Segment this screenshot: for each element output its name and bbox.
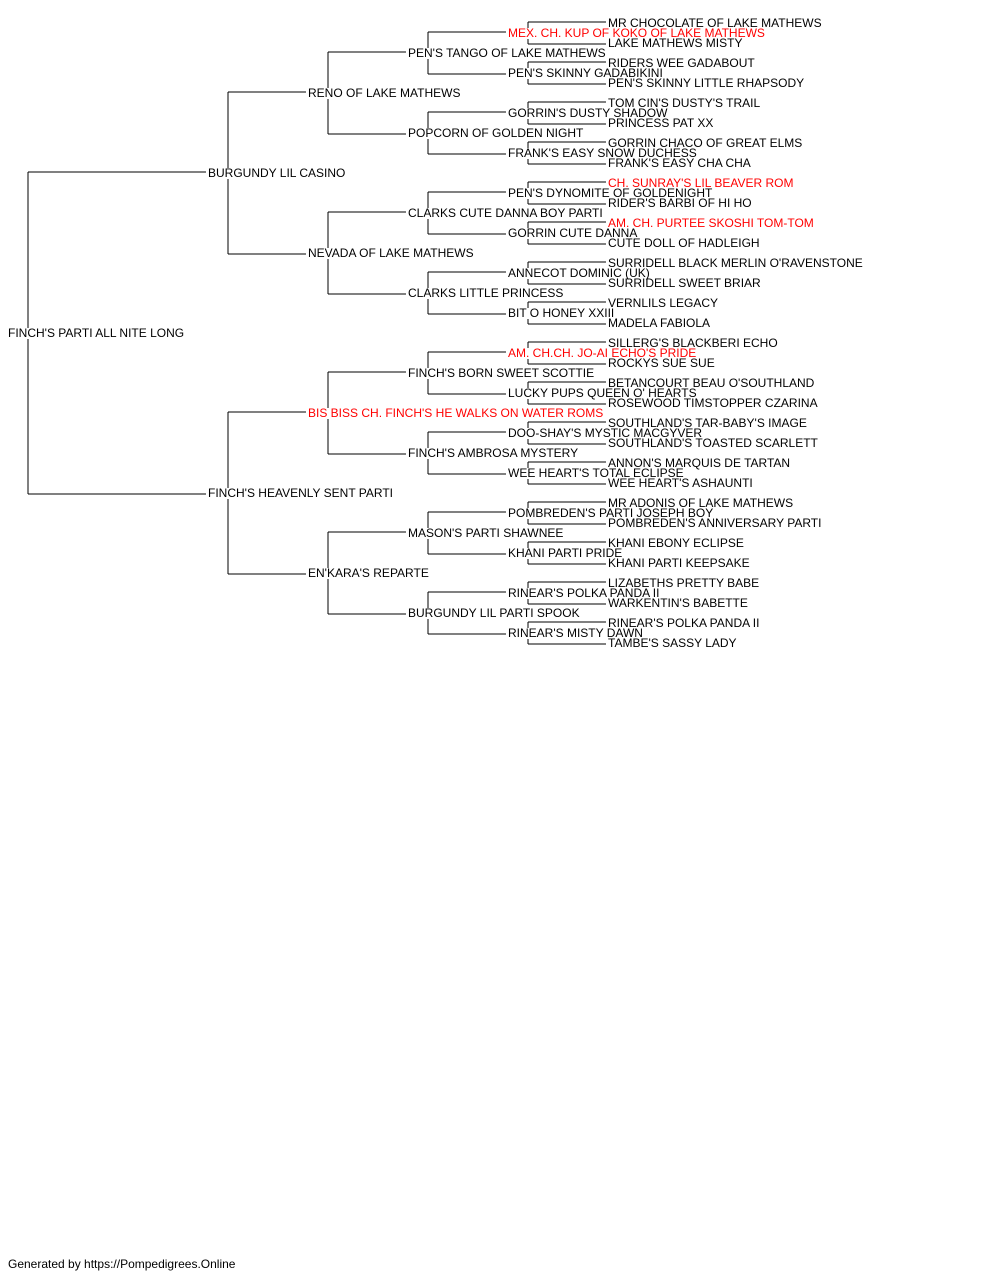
ancestor-name: EN'KARA'S REPARTE [308,566,429,580]
ancestor-name: SILLERG'S BLACKBERI ECHO [608,336,778,350]
ancestor-name: PEN'S TANGO OF LAKE MATHEWS [408,46,606,60]
ancestor-name: WEE HEART'S TOTAL ECLIPSE [508,466,684,480]
ancestor-name: SOUTHLAND'S TOASTED SCARLETT [608,436,819,450]
ancestor-name: MASON'S PARTI SHAWNEE [408,526,563,540]
ancestor-name: CH. SUNRAY'S LIL BEAVER ROM [608,176,793,190]
ancestor-name: POPCORN OF GOLDEN NIGHT [408,126,584,140]
ancestor-name: NEVADA OF LAKE MATHEWS [308,246,474,260]
ancestor-name: BIT O HONEY XXIII [508,306,614,320]
ancestor-name: RINEAR'S POLKA PANDA II [508,586,659,600]
ancestor-name: ANNECOT DOMINIC (UK) [508,266,650,280]
ancestor-name: KHANI PARTI PRIDE [508,546,622,560]
ancestor-name: GORRIN CHACO OF GREAT ELMS [608,136,802,150]
ancestor-name: KHANI EBONY ECLIPSE [608,536,744,550]
ancestor-name: RINEAR'S MISTY DAWN [508,626,643,640]
ancestor-name: BURGUNDY LIL CASINO [208,166,345,180]
ancestor-name: LUCKY PUPS QUEEN O' HEARTS [508,386,697,400]
ancestor-name: CLARKS CUTE DANNA BOY PARTI [408,206,603,220]
ancestor-name: FINCH'S AMBROSA MYSTERY [408,446,578,460]
ancestor-name: PEN'S SKINNY LITTLE RHAPSODY [608,76,804,90]
ancestor-name: ROSEWOOD TIMSTOPPER CZARINA [608,396,818,410]
ancestor-name: PEN'S DYNOMITE OF GOLDENIGHT [508,186,713,200]
ancestor-name: MR ADONIS OF LAKE MATHEWS [608,496,793,510]
ancestor-name: MR CHOCOLATE OF LAKE MATHEWS [608,16,822,30]
ancestor-name: FINCH'S BORN SWEET SCOTTIE [408,366,594,380]
ancestor-name: PEN'S SKINNY GADABIKINI [508,66,663,80]
ancestor-name: LAKE MATHEWS MISTY [608,36,742,50]
ancestor-name: VERNLILS LEGACY [608,296,718,310]
ancestor-name: RENO OF LAKE MATHEWS [308,86,460,100]
ancestor-name: PRINCESS PAT XX [608,116,713,130]
ancestor-name: GORRIN CUTE DANNA [508,226,637,240]
ancestor-name: RIDER'S BARBI OF HI HO [608,196,752,210]
generated-by-footer: Generated by https://Pompedigrees.Online [8,1257,236,1271]
ancestor-name: AM. CH. PURTEE SKOSHI TOM-TOM [608,216,814,230]
ancestor-name: GORRIN'S DUSTY SHADOW [508,106,668,120]
ancestor-name: RINEAR'S POLKA PANDA II [608,616,759,630]
ancestor-name: WEE HEART'S ASHAUNTI [608,476,753,490]
ancestor-name: DOO-SHAY'S MYSTIC MACGYVER [508,426,702,440]
ancestor-name: RIDERS WEE GADABOUT [608,56,755,70]
ancestor-name: TAMBE'S SASSY LADY [608,636,737,650]
ancestor-name: POMBREDEN'S ANNIVERSARY PARTI [608,516,821,530]
ancestor-name: SURRIDELL SWEET BRIAR [608,276,761,290]
ancestor-name: CUTE DOLL OF HADLEIGH [608,236,760,250]
ancestor-name: BIS BISS CH. FINCH'S HE WALKS ON WATER R… [308,406,603,420]
ancestor-name: MEX. CH. KUP OF KOKO OF LAKE MATHEWS [508,26,765,40]
ancestor-name: FRANK'S EASY SNOW DUCHESS [508,146,697,160]
ancestor-name: BETANCOURT BEAU O'SOUTHLAND [608,376,815,390]
ancestor-name: POMBREDEN'S PARTI JOSEPH BOY [508,506,713,520]
ancestor-name: FRANK'S EASY CHA CHA [608,156,751,170]
ancestor-name: FINCH'S HEAVENLY SENT PARTI [208,486,393,500]
ancestor-name: BURGUNDY LIL PARTI SPOOK [408,606,580,620]
ancestor-name: ROCKYS SUE SUE [608,356,715,370]
ancestor-name: WARKENTIN'S BABETTE [608,596,748,610]
subject-dog-name: FINCH'S PARTI ALL NITE LONG [8,326,184,340]
ancestor-name: CLARKS LITTLE PRINCESS [408,286,563,300]
ancestor-name: MADELA FABIOLA [608,316,710,330]
ancestor-name: LIZABETHS PRETTY BABE [608,576,759,590]
ancestor-name: AM. CH.CH. JO-AI ECHO'S PRIDE [508,346,696,360]
ancestor-name: ANNON'S MARQUIS DE TARTAN [608,456,790,470]
ancestor-name: KHANI PARTI KEEPSAKE [608,556,750,570]
ancestor-name: TOM CIN'S DUSTY'S TRAIL [608,96,760,110]
ancestor-name: SOUTHLAND'S TAR-BABY'S IMAGE [608,416,807,430]
ancestor-name: SURRIDELL BLACK MERLIN O'RAVENSTONE [608,256,863,270]
